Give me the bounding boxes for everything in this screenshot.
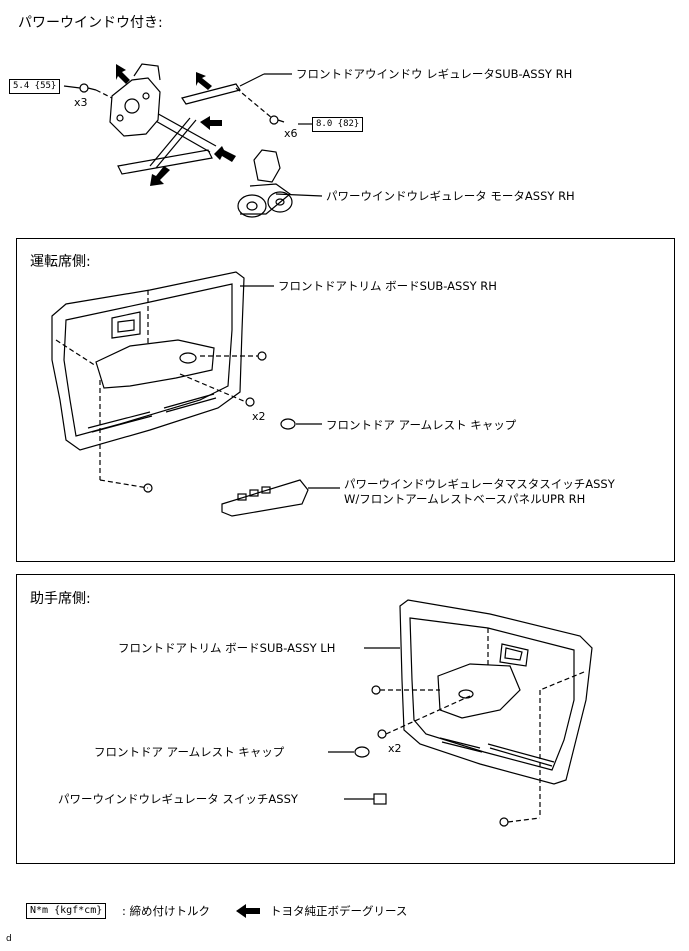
window-regulator-illustration	[63, 63, 323, 218]
passenger-clip-quantity: x2	[388, 742, 402, 755]
legend-torque-unit: N*m {kgf*cm}	[26, 903, 107, 919]
torque-value-left: 5.4 {55}	[9, 79, 61, 94]
figure-code: d	[6, 934, 12, 944]
quantity-left: x3	[74, 96, 88, 109]
regulator-label: フロントドアウインドウ レギュレータSUB-ASSY RH	[296, 67, 573, 81]
legend-grease-description: トヨタ純正ボデーグリース	[270, 904, 408, 918]
driver-side-title: 運転席側:	[30, 254, 91, 270]
quantity-right: x6	[284, 127, 298, 140]
motor-label: パワーウインドウレギュレータ モータASSY RH	[326, 189, 575, 203]
driver-master-switch-label-1: パワーウインドウレギュレータマスタスイッチASSY	[344, 477, 615, 491]
driver-trim-label: フロントドアトリム ボードSUB-ASSY RH	[278, 279, 497, 293]
passenger-armrest-cap-label: フロントドア アームレスト キャップ	[94, 745, 285, 759]
driver-clip-quantity: x2	[252, 410, 266, 423]
passenger-trim-label: フロントドアトリム ボードSUB-ASSY LH	[118, 641, 336, 655]
driver-armrest-cap-label: フロントドア アームレスト キャップ	[326, 418, 517, 432]
legend-torque-description: : 締め付けトルク	[122, 904, 211, 918]
passenger-side-title: 助手席側:	[30, 591, 91, 607]
section-title-power-window: パワーウインドウ付き:	[18, 15, 163, 31]
driver-master-switch-label-2: W/フロントアームレストベースパネルUPR RH	[344, 492, 586, 506]
passenger-switch-label: パワーウインドウレギュレータ スイッチASSY	[58, 792, 298, 806]
torque-value-right: 8.0 {82}	[312, 117, 364, 132]
grease-arrow-icons	[116, 64, 236, 186]
grease-arrow-icon	[236, 904, 260, 918]
